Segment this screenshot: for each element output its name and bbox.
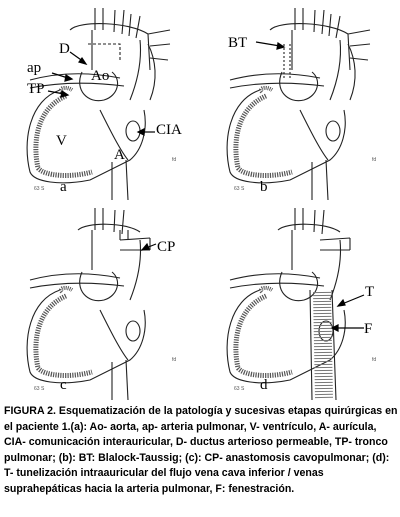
sig-mark-b: 63 S: [234, 186, 245, 192]
h-mark-d: fd: [372, 357, 377, 363]
panel-a: D ap Ao TP V A CIA a 63 S fd: [0, 0, 200, 201]
label-TP: TP: [27, 81, 45, 97]
label-BT: BT: [228, 35, 248, 51]
heart-drawing-a: [26, 8, 171, 201]
panel-c: CP c 63 S fd: [0, 200, 200, 401]
figure-caption: FIGURA 2. Esquematización de la patologí…: [4, 405, 398, 495]
label-CP: CP: [157, 239, 176, 255]
label-T: T: [365, 284, 375, 300]
sig-mark-c: 63 S: [34, 386, 45, 392]
h-mark-a: fd: [172, 157, 177, 163]
figure: D ap Ao TP V A CIA a 63 S fd: [0, 0, 400, 401]
label-D: D: [59, 41, 70, 57]
panel-letter-a: a: [60, 179, 67, 195]
label-A: A: [114, 147, 125, 163]
sig-mark-a: 63 S: [34, 186, 45, 192]
label-ap: ap: [27, 60, 42, 76]
label-Ao: Ao: [91, 68, 110, 84]
panel-letter-b: b: [260, 179, 268, 195]
label-CIA: CIA: [156, 122, 182, 138]
heart-drawing-d: [226, 208, 365, 401]
h-mark-c: fd: [172, 357, 177, 363]
sig-mark-d: 63 S: [234, 386, 245, 392]
panel-letter-d: d: [260, 377, 268, 393]
heart-drawing-c: [26, 208, 157, 401]
label-F: F: [364, 321, 373, 337]
heart-drawing-b: [226, 8, 371, 201]
h-mark-b: fd: [372, 157, 377, 163]
panel-b: BT b 63 S fd: [200, 0, 400, 201]
panel-d: T F d 63 S fd: [200, 200, 400, 401]
panel-letter-c: c: [60, 377, 67, 393]
label-V: V: [56, 133, 67, 149]
